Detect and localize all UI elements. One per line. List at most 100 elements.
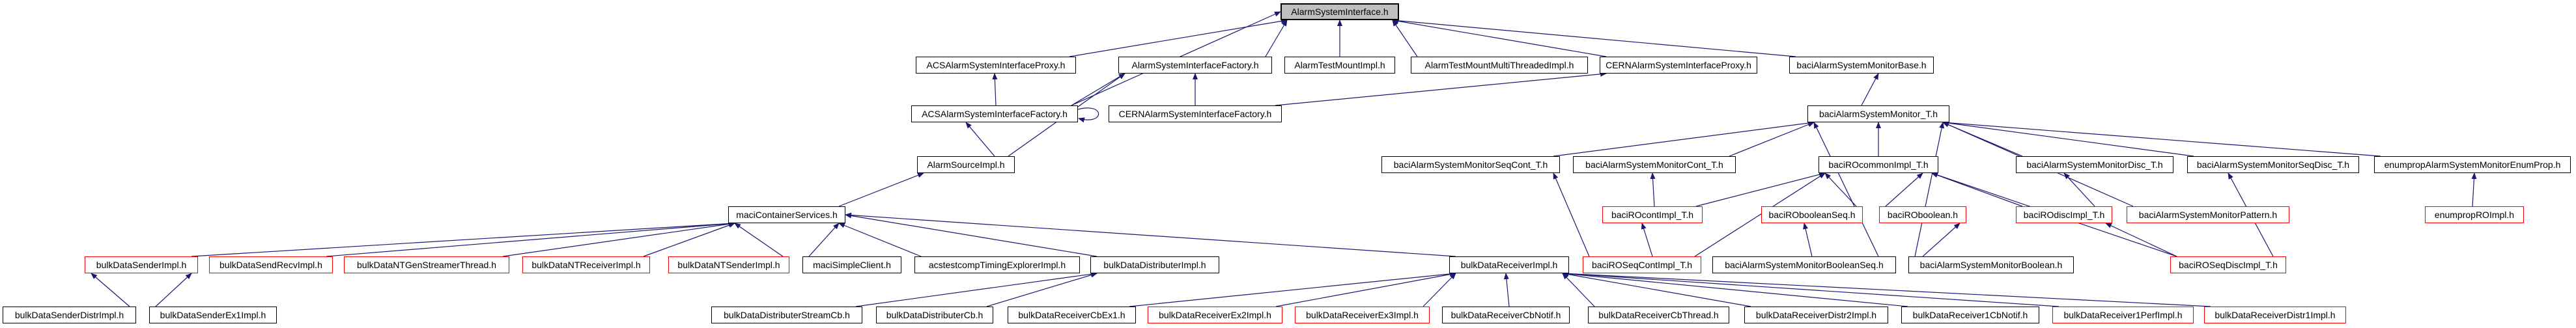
- graph-node-label: baciAlarmSystemMonitorBase.h: [1796, 60, 1927, 70]
- include-edge-monBoolSeq-to-roBoolSeq: [1803, 223, 1813, 257]
- graph-node-roCont[interactable]: baciROcontImpl_T.h: [1602, 206, 1703, 223]
- graph-node-simpleClient[interactable]: maciSimpleClient.h: [802, 256, 901, 273]
- graph-node-testMountMulti[interactable]: AlarmTestMountMultiThreadedImpl.h: [1411, 57, 1588, 74]
- graph-node-monCont[interactable]: baciAlarmSystemMonitorCont_T.h: [1573, 156, 1736, 173]
- graph-node-label: bulkDataDistributerCb.h: [886, 310, 984, 320]
- graph-node-monDisc[interactable]: baciAlarmSystemMonitorDisc_T.h: [2016, 156, 2173, 173]
- include-edge-monCont-to-monitorT: [1729, 122, 1815, 157]
- graph-node-distributer[interactable]: bulkDataDistributerImpl.h: [1090, 256, 1219, 273]
- graph-node-maciCS[interactable]: maciContainerServices.h: [728, 206, 845, 223]
- graph-node-cernProxy[interactable]: CERNAlarmSystemInterfaceProxy.h: [1600, 57, 1757, 74]
- graph-node-receiverImpl[interactable]: bulkDataReceiverImpl.h: [1449, 256, 1569, 273]
- graph-node-ntReceiver[interactable]: bulkDataNTReceiverImpl.h: [522, 256, 650, 273]
- graph-node-roCommon[interactable]: baciROcommonImpl_T.h: [1819, 156, 1938, 173]
- graph-node-label: baciAlarmSystemMonitorSeqDisc_T.h: [2196, 159, 2350, 170]
- graph-node-roSeqCont[interactable]: baciROSeqContImpl_T.h: [1583, 256, 1701, 273]
- graph-node-recvDistr2[interactable]: bulkDataReceiverDistr2Impl.h: [1744, 307, 1888, 323]
- include-edge-sendRecv-to-maciCS: [326, 221, 735, 257]
- include-edge-roSeqCont-to-monSeqCont: [1553, 172, 1590, 257]
- graph-node-label: CERNAlarmSystemInterfaceFactory.h: [1118, 109, 1272, 119]
- graph-node-acsProxy[interactable]: ACSAlarmSystemInterfaceProxy.h: [916, 57, 1076, 74]
- graph-node-label: baciROboolean.h: [1887, 210, 1959, 220]
- graph-node-asiFactory[interactable]: AlarmSystemInterfaceFactory.h: [1118, 57, 1272, 74]
- include-edge-ntSender-to-maciCS: [734, 223, 784, 257]
- graph-node-testMount[interactable]: AlarmTestMountImpl.h: [1284, 57, 1395, 74]
- graph-node-roBoolSeq[interactable]: baciRObooleanSeq.h: [1761, 206, 1863, 223]
- graph-node-ntSender[interactable]: bulkDataNTSenderImpl.h: [668, 256, 789, 273]
- graph-node-label: baciAlarmSystemMonitorCont_T.h: [1585, 159, 1723, 170]
- graph-node-alarmSource[interactable]: AlarmSourceImpl.h: [917, 156, 1015, 173]
- graph-node-label: bulkDataSendRecvImpl.h: [219, 260, 322, 270]
- graph-node-label: bulkDataNTSenderImpl.h: [677, 260, 780, 270]
- graph-node-senderDistr[interactable]: bulkDataSenderDistrImpl.h: [3, 307, 136, 323]
- graph-node-root: AlarmSystemInterface.h: [1281, 3, 1399, 20]
- graph-node-monitorBase[interactable]: baciAlarmSystemMonitorBase.h: [1789, 57, 1934, 74]
- graph-node-acsFactory[interactable]: ACSAlarmSystemInterfaceFactory.h: [911, 105, 1078, 122]
- graph-node-ntGenStreamer[interactable]: bulkDataNTGenStreamerThread.h: [344, 256, 509, 273]
- graph-node-roSeqDisc[interactable]: baciROSeqDiscImpl_T.h: [2170, 256, 2286, 273]
- include-edge-recv1Perf-to-receiverImpl: [1562, 271, 2059, 307]
- include-edge-acsProxy-to-root: [1069, 18, 1288, 57]
- include-edge-acstest-to-maciCS: [838, 223, 922, 257]
- include-edge-alarmSource-to-acsFactory: [965, 122, 995, 157]
- graph-node-recvEx2[interactable]: bulkDataReceiverEx2Impl.h: [1148, 307, 1282, 323]
- graph-node-label: baciAlarmSystemMonitorSeqCont_T.h: [1393, 159, 1548, 170]
- graph-node-label: bulkDataReceiver1PerfImpl.h: [2063, 310, 2183, 320]
- graph-node-acstest[interactable]: acstestcompTimingExplorerImpl.h: [914, 256, 1080, 273]
- include-edge-recv1CbNotif-to-receiverImpl: [1562, 271, 1908, 307]
- include-edge-recvDistr1-to-receiverImpl: [1562, 271, 2211, 307]
- graph-node-recvCbThread[interactable]: bulkDataReceiverCbThread.h: [1588, 307, 1729, 323]
- edge-group: [91, 11, 2477, 307]
- graph-node-sendRecv[interactable]: bulkDataSendRecvImpl.h: [209, 256, 333, 273]
- graph-node-cernFactory[interactable]: CERNAlarmSystemInterfaceFactory.h: [1109, 105, 1282, 122]
- include-edge-recvDistr2-to-receiverImpl: [1562, 271, 1751, 307]
- include-edge-ntReceiver-to-maciCS: [643, 223, 735, 257]
- graph-node-label: bulkDataReceiverEx2Impl.h: [1159, 310, 1271, 320]
- graph-node-roDisc[interactable]: baciROdiscImpl_T.h: [2016, 206, 2112, 223]
- include-edge-roSeqDisc-to-roDisc: [2105, 223, 2177, 257]
- include-edge-roBool-to-roCommon: [1885, 172, 1923, 207]
- graph-node-label: bulkDataReceiverEx3Impl.h: [1306, 310, 1419, 320]
- graph-node-label: bulkDataDistributerImpl.h: [1103, 260, 1206, 270]
- graph-node-recvCbNotif[interactable]: bulkDataReceiverCbNotif.h: [1442, 307, 1570, 323]
- include-edge-monSeqDisc-to-monitorT: [1942, 120, 2194, 157]
- graph-node-monSeqDisc[interactable]: baciAlarmSystemMonitorSeqDisc_T.h: [2187, 156, 2359, 173]
- graph-node-label: bulkDataNTReceiverImpl.h: [531, 260, 641, 270]
- graph-node-label: bulkDataDistributerStreamCb.h: [724, 310, 850, 320]
- include-edge-senderEx1-to-senderImpl: [155, 273, 192, 307]
- graph-node-monitorT[interactable]: baciAlarmSystemMonitor_T.h: [1807, 105, 1949, 122]
- graph-node-roBool[interactable]: baciROboolean.h: [1879, 206, 1966, 223]
- graph-node-monSeqCont[interactable]: baciAlarmSystemMonitorSeqCont_T.h: [1381, 156, 1560, 173]
- graph-node-label: bulkDataReceiverDistr1Impl.h: [2215, 310, 2336, 320]
- graph-node-pattern[interactable]: baciAlarmSystemMonitorPattern.h: [2127, 206, 2289, 223]
- graph-node-label: bulkDataSenderEx1Impl.h: [160, 310, 266, 320]
- graph-node-label: baciAlarmSystemMonitorBoolean.h: [1919, 260, 2063, 270]
- graph-node-label: baciROdiscImpl_T.h: [2023, 210, 2105, 220]
- include-edge-recvEx3-to-receiverImpl: [1422, 273, 1456, 307]
- graph-node-recv1CbNotif[interactable]: bulkDataReceiver1CbNotif.h: [1901, 307, 2039, 323]
- include-edge-monBool-to-roBool: [1922, 223, 1960, 257]
- graph-node-label: baciROSeqDiscImpl_T.h: [2179, 260, 2278, 270]
- graph-node-monBool[interactable]: baciAlarmSystemMonitorBoolean.h: [1908, 256, 2074, 273]
- graph-node-distrCb[interactable]: bulkDataDistributerCb.h: [876, 307, 993, 323]
- graph-node-recvDistr1[interactable]: bulkDataReceiverDistr1Impl.h: [2204, 307, 2346, 323]
- graph-node-enumROImpl[interactable]: enumpropROImpl.h: [2425, 206, 2524, 223]
- graph-node-senderImpl[interactable]: bulkDataSenderImpl.h: [85, 256, 198, 273]
- graph-node-label: acstestcompTimingExplorerImpl.h: [928, 260, 1066, 270]
- graph-node-recv1Perf[interactable]: bulkDataReceiver1PerfImpl.h: [2052, 307, 2194, 323]
- graph-node-label: baciROcontImpl_T.h: [1611, 210, 1694, 220]
- include-edge-cernFactory-to-cernProxy: [1275, 71, 1607, 106]
- graph-node-label: enumpropAlarmSystemMonitorEnumProp.h: [2384, 159, 2561, 170]
- include-edge-acsFactory-to-asiFactory: [1071, 73, 1125, 106]
- graph-node-monBoolSeq[interactable]: baciAlarmSystemMonitorBooleanSeq.h: [1712, 256, 1896, 273]
- graph-node-recvCbEx1[interactable]: bulkDataReceiverCbEx1.h: [1008, 307, 1136, 323]
- graph-node-recvEx3[interactable]: bulkDataReceiverEx3Impl.h: [1295, 307, 1430, 323]
- graph-node-label: bulkDataReceiverDistr2Impl.h: [1755, 310, 1877, 320]
- include-edge-roSeqCont-to-roCommon: [1694, 172, 1826, 257]
- graph-node-senderEx1[interactable]: bulkDataSenderEx1Impl.h: [149, 307, 277, 323]
- graph-node-label: ACSAlarmSystemInterfaceFactory.h: [922, 109, 1068, 119]
- graph-node-distrStreamCb[interactable]: bulkDataDistributerStreamCb.h: [711, 307, 862, 323]
- include-edge-asiFactory-to-root: [1265, 20, 1288, 57]
- graph-node-enumProp[interactable]: enumpropAlarmSystemMonitorEnumProp.h: [2374, 156, 2571, 173]
